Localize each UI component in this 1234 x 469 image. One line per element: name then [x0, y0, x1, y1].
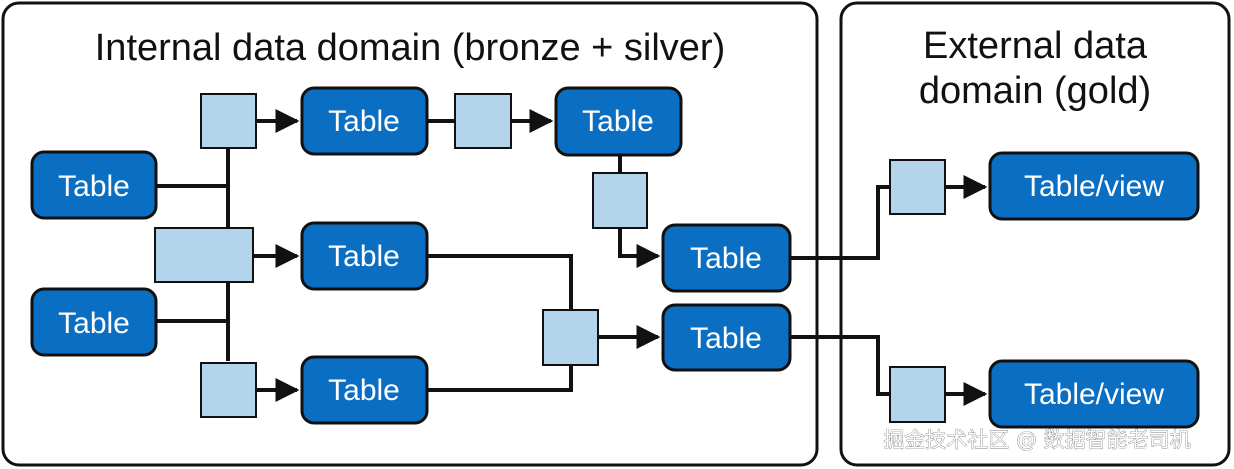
source-table-2-label: Table — [58, 307, 130, 340]
gold-view-top — [988, 151, 1200, 221]
table-bottom — [300, 355, 429, 425]
connector-lines — [156, 109, 988, 406]
transform-box-gold-top — [889, 159, 946, 215]
table-top — [300, 86, 429, 156]
table-top-right-label: Table — [582, 105, 654, 138]
transform-boxes — [154, 93, 946, 423]
table-merge-upper — [661, 223, 792, 293]
source-table-1-label: Table — [58, 170, 130, 203]
table-middle-label: Table — [328, 240, 400, 273]
table-merge-lower — [661, 303, 792, 372]
external-domain-frame — [839, 1, 1231, 467]
transform-box-top-left — [200, 93, 257, 149]
table-merge-lower-label: Table — [690, 322, 762, 355]
source-table-1 — [30, 150, 158, 220]
transform-box-right-vertical — [592, 172, 648, 229]
table-nodes: Table Table Table Table Table Table Tabl… — [30, 86, 1200, 429]
transform-box-gold-bottom — [889, 366, 946, 423]
table-top-label: Table — [328, 105, 400, 138]
watermark-text: 掘金技术社区 @ 数据智能老司机 — [883, 428, 1190, 452]
internal-domain-frame — [1, 1, 819, 467]
gold-view-top-label: Table/view — [1024, 170, 1164, 203]
internal-domain-title: Internal data domain (bronze + silver) — [95, 27, 726, 69]
table-middle — [300, 221, 429, 291]
gold-view-bottom-label: Table/view — [1024, 378, 1164, 411]
transform-box-large — [154, 227, 254, 283]
external-domain-title-line2: domain (gold) — [919, 70, 1151, 112]
source-table-2 — [30, 287, 158, 357]
table-bottom-label: Table — [328, 374, 400, 407]
transform-box-merge — [542, 309, 599, 366]
external-domain-title-line1: External data — [923, 25, 1148, 67]
transform-box-bottom-left — [200, 362, 257, 418]
table-merge-upper-label: Table — [690, 242, 762, 275]
table-top-right — [554, 86, 683, 157]
transform-box-top-middle — [454, 93, 512, 149]
gold-view-bottom — [988, 359, 1200, 429]
